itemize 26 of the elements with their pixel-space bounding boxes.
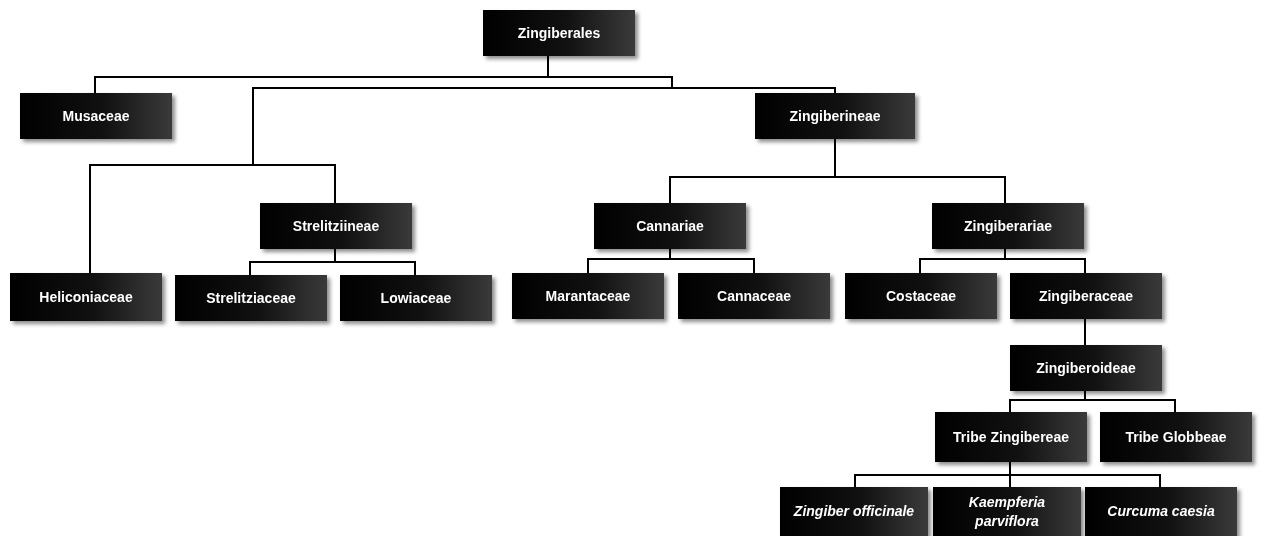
connector-line [1009, 461, 1161, 488]
connector-line [1004, 248, 1086, 274]
taxon-box: Musaceae [20, 93, 172, 139]
taxon-box: Tribe Zingibereae [935, 412, 1087, 462]
taxon-box: Zingiberales [483, 10, 635, 56]
taxon-box: Strelitziineae [260, 203, 412, 249]
taxon-box: Cannariae [594, 203, 746, 249]
connector-line [334, 248, 416, 276]
taxon-box: Kaempferia parviflora [933, 487, 1081, 536]
taxon-box: Zingiberoideae [1010, 345, 1162, 391]
taxon-box: Lowiaceae [340, 275, 492, 321]
taxon-box: Curcuma caesia [1085, 487, 1237, 536]
connector-line [669, 248, 755, 274]
taxon-box: Strelitziaceae [175, 275, 327, 321]
connector-line [1084, 318, 1086, 346]
taxon-box: Costaceae [845, 273, 997, 319]
taxon-box: Zingiberariae [932, 203, 1084, 249]
taxon-box: Zingiberineae [755, 93, 915, 139]
taxon-box: Tribe Globbeae [1100, 412, 1252, 462]
taxon-box: Heliconiaceae [10, 273, 162, 321]
taxon-box: Cannaceae [678, 273, 830, 319]
connector-line [1084, 390, 1176, 413]
connector-line [834, 138, 1006, 204]
taxon-box: Marantaceae [512, 273, 664, 319]
taxon-box: Zingiberaceae [1010, 273, 1162, 319]
taxon-box: Zingiber officinale [780, 487, 928, 536]
